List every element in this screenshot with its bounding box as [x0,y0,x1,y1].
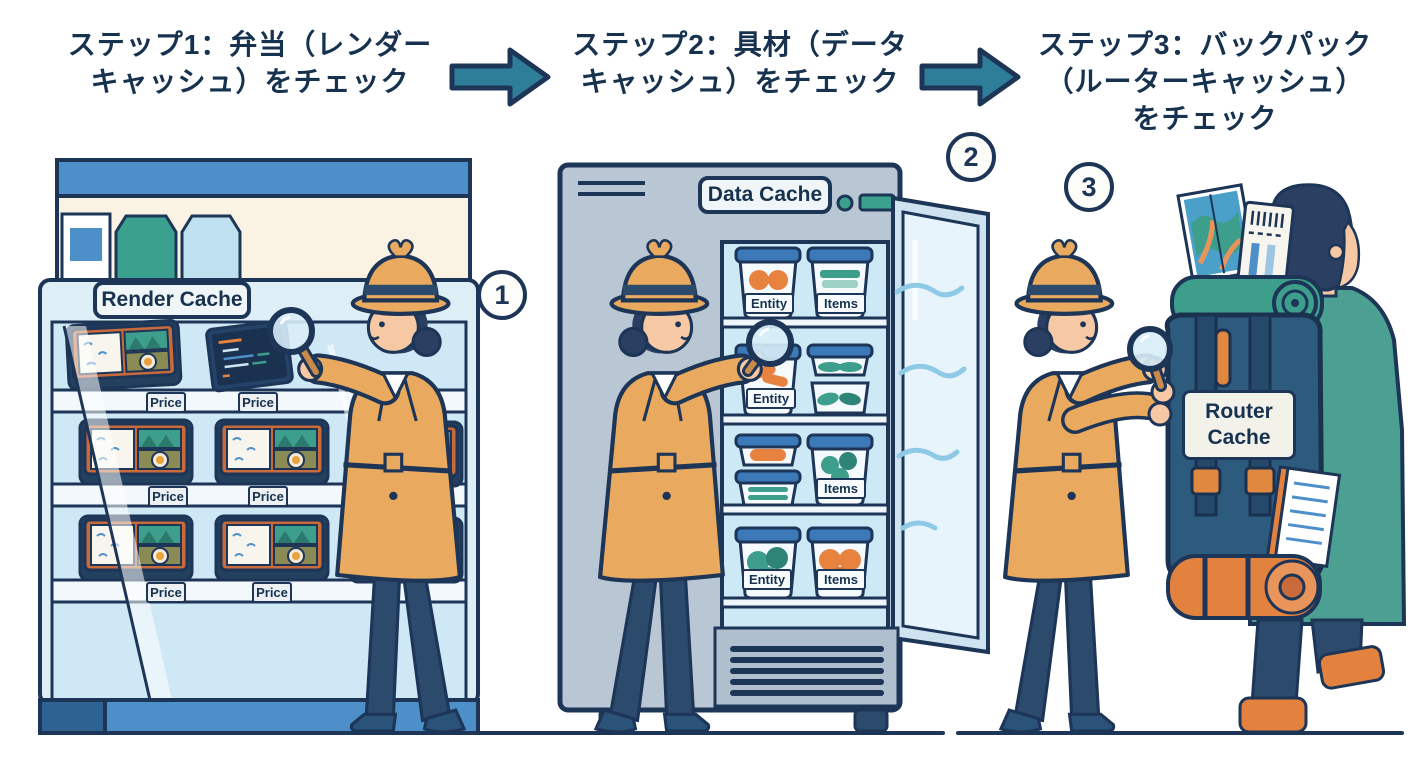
router-cache-label: Router Cache [1182,390,1296,460]
container-label: Items [816,569,866,590]
step2-badge: 2 [946,132,996,182]
step2-title-line1: ステップ2：具材（データ [572,29,908,60]
router-cache-line2: Cache [1207,426,1271,449]
router-cache-line1: Router [1205,400,1273,423]
magnifier-icon [1127,326,1176,427]
arrow-icon [449,47,551,107]
price-tag: Price [148,486,188,507]
step1-title-line1: ステップ1：弁当（レンダー [67,29,433,60]
step2-title-line2: キャッシュ）をチェック [580,66,900,97]
step1-title-line2: キャッシュ）をチェック [90,66,410,97]
step3-title: ステップ3：バックパック （ルーターキャッシュ） をチェック [1010,26,1400,137]
ticket-icon [1236,200,1295,288]
price-tag: Price [238,392,278,413]
magnifier-icon [742,319,794,377]
container-label: Items [816,478,866,499]
step2-title: ステップ2：具材（データ キャッシュ）をチェック [545,26,935,100]
container-label: Entity [742,569,792,590]
data-cache-sign: Data Cache [698,176,832,214]
fridge-door [891,195,990,655]
step3-badge: 3 [1064,162,1114,212]
map-icon [1176,183,1259,285]
magnifier-icon [267,307,322,378]
container-label: Items [816,293,866,314]
food-container [806,343,874,377]
price-tag: Price [146,392,186,413]
cold-air-wisps [894,282,967,531]
price-tag: Price [252,582,292,603]
step3-title-line2: （ルーターキャッシュ） [1045,66,1365,97]
food-container [810,381,870,415]
food-container [734,469,802,507]
step3-title-line1: ステップ3：バックパック [1037,29,1373,60]
container-label: Entity [746,388,796,409]
container-label: Entity [744,293,794,314]
price-tag: Price [146,582,186,603]
render-cache-sign: Render Cache [93,281,251,319]
detective-3 [1001,240,1166,732]
traveler [1164,183,1407,734]
price-tag: Price [248,486,288,507]
step1-title: ステップ1：弁当（レンダー キャッシュ）をチェック [30,26,470,100]
food-container [734,433,802,467]
step1-badge: 1 [477,270,527,320]
step3-title-line3: をチェック [1132,103,1278,134]
arrow-icon [919,47,1021,107]
